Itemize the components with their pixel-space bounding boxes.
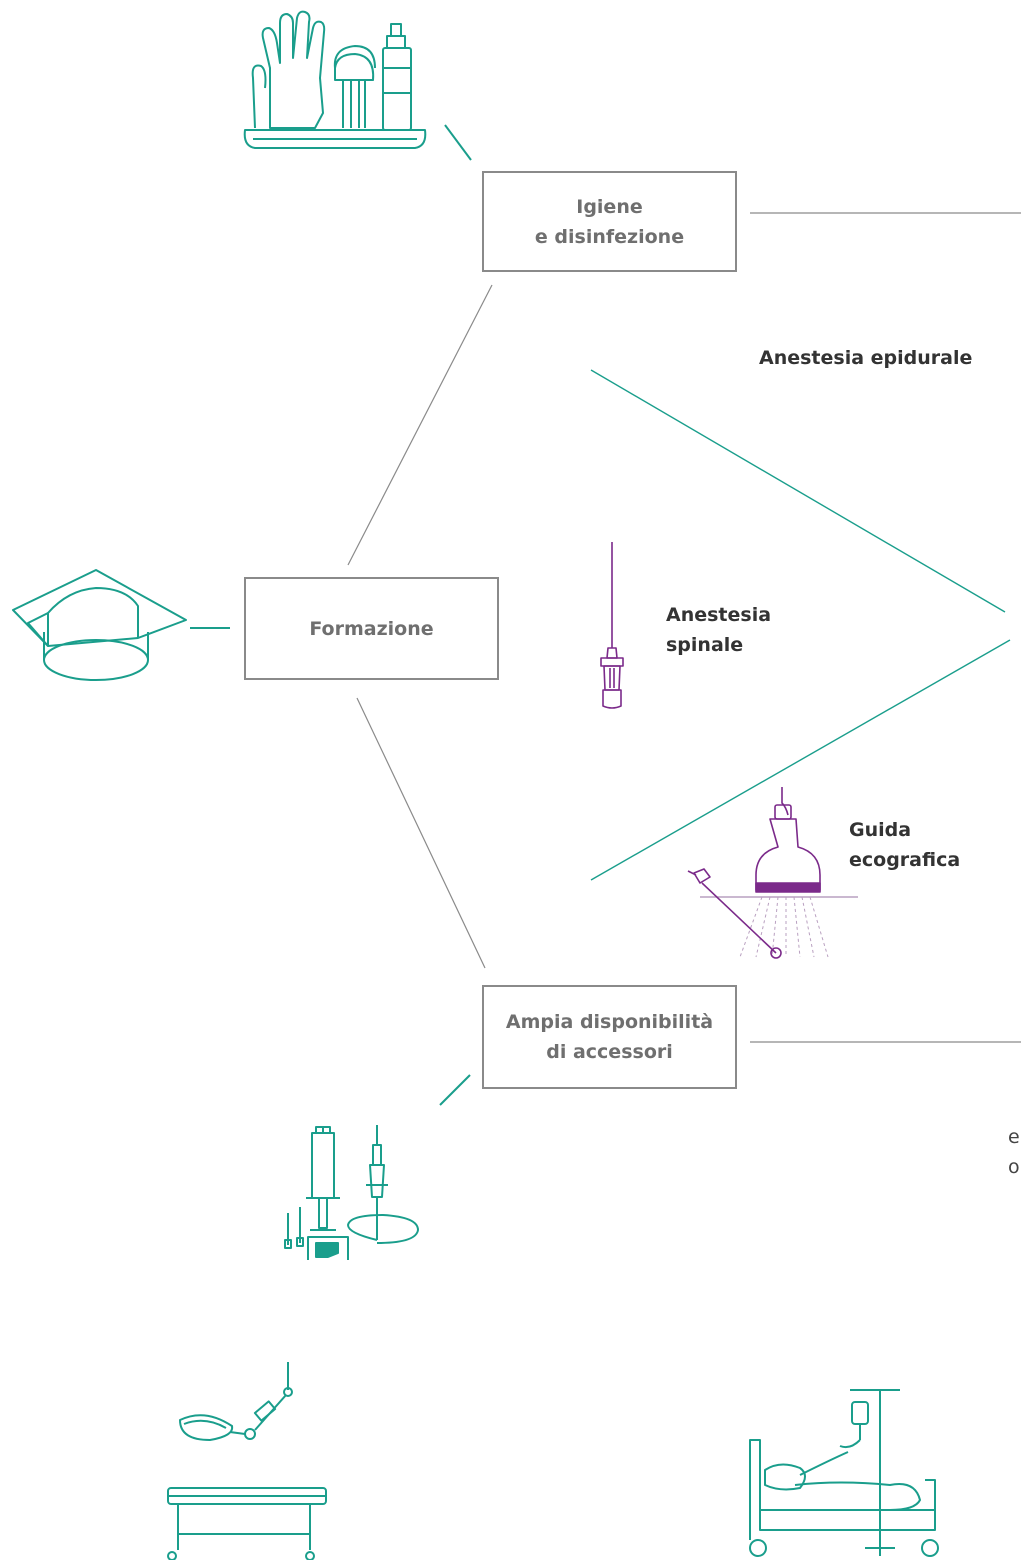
epidural-label: Anestesia epidurale [759,347,973,369]
line-accessories-icon [439,1074,471,1106]
spinal-label-line1: Anestesia [666,604,772,626]
spinal-label: Anestesia spinale [666,600,771,660]
ultrasound-label-line2: ecografica [849,849,961,871]
ultrasound-label-line1: Guida [849,819,912,841]
syringe-infusion-icon [284,1125,419,1260]
hospital-bed-patient-icon [749,1389,939,1557]
ultrasound-probe-icon [687,787,858,959]
edge-text-line1: e [1008,1126,1020,1148]
accessories-box-line2: di accessori [546,1041,673,1063]
hygiene-tray-icon [243,10,427,149]
spinal-label-line2: spinale [666,634,744,656]
spinal-needle-icon [600,542,624,709]
hygiene-box-line2: e disinfezione [534,225,685,248]
line-hygiene-training [347,284,493,566]
hygiene-box-line1: Igiene [576,195,643,218]
edge-text: e o [1008,1122,1020,1182]
graduation-cap-icon [12,569,187,681]
accessories-box: Ampia disponibilità di accessori [482,985,737,1089]
line-hygiene-icon [444,124,472,161]
edge-text-line2: o [1008,1156,1020,1178]
training-box: Formazione [244,577,499,680]
line-training-accessories [356,697,486,969]
line-ultrasound-diagonal [590,639,1011,881]
line-epidural-diagonal [590,369,1006,613]
surgical-lamp-table-icon [167,1362,327,1560]
training-box-label: Formazione [309,617,434,640]
hygiene-box: Igiene e disinfezione [482,171,737,272]
accessories-box-line1: Ampia disponibilità [505,1011,714,1033]
ultrasound-label: Guida ecografica [849,815,960,875]
